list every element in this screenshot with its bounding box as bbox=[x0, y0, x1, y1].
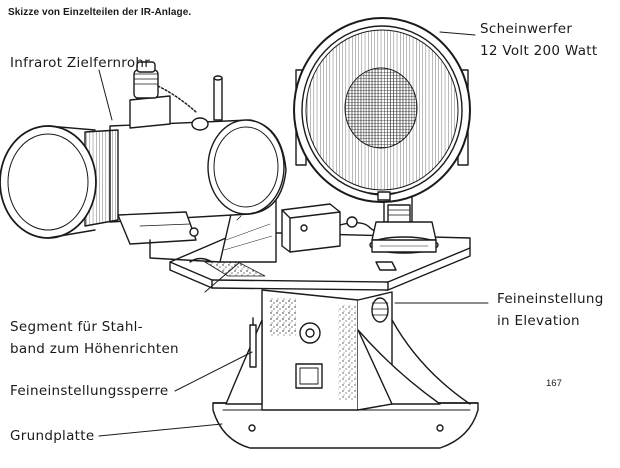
leader-base bbox=[98, 423, 223, 437]
page-number: 167 bbox=[546, 378, 562, 389]
label-searchlight: Scheinwerfer 12 Volt 200 Watt bbox=[480, 21, 598, 59]
ir-scope bbox=[0, 61, 287, 263]
figure-caption: Skizze von Einzelteilen der IR-Anlage. bbox=[8, 7, 192, 18]
label-lock: Feineinstellungssperre bbox=[10, 383, 169, 399]
leader-searchlight bbox=[439, 31, 476, 36]
leader-lock bbox=[174, 351, 253, 392]
searchlight bbox=[293, 17, 471, 254]
leader-lines bbox=[98, 31, 489, 437]
control-box bbox=[281, 203, 391, 253]
label-fine-elevation: Feineinstellung in Elevation bbox=[497, 291, 604, 329]
label-segment: Segment für Stahl- band zum Höhenrichten bbox=[10, 319, 179, 357]
label-ir-scope: Infrarot Zielfernrohr bbox=[10, 55, 151, 71]
pedestal bbox=[225, 289, 471, 411]
leader-segment bbox=[204, 261, 241, 293]
leader-scope bbox=[98, 69, 113, 121]
label-base-plate: Grundplatte bbox=[10, 428, 95, 444]
